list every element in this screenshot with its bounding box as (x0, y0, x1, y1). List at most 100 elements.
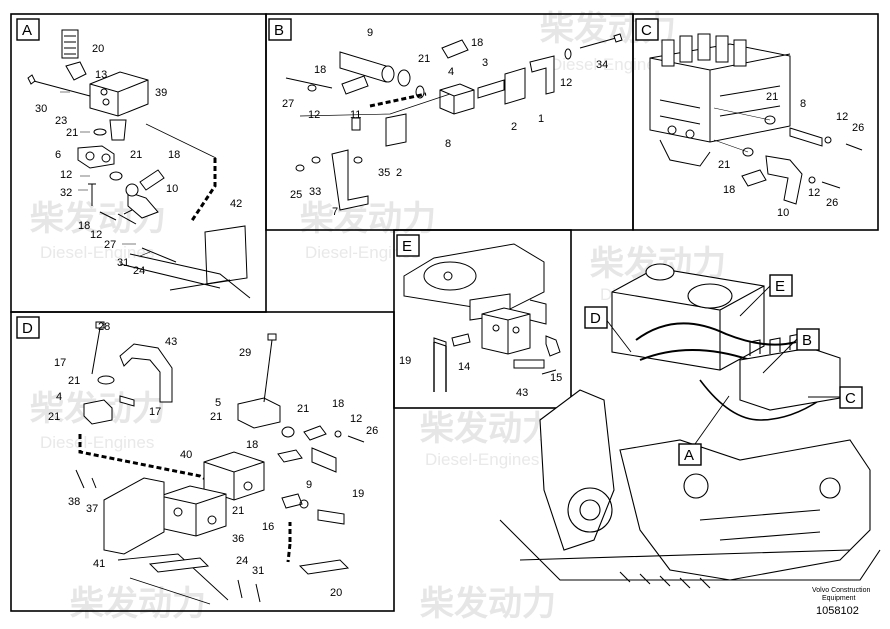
callout: 2 (511, 121, 517, 133)
callout: 4 (448, 66, 454, 78)
callout: 17 (149, 406, 161, 418)
callout: 38 (68, 496, 80, 508)
callout: 21 (68, 375, 80, 387)
callout: 4 (56, 391, 62, 403)
panel-e-frame (393, 229, 572, 409)
callout: 11 (350, 109, 361, 121)
callout: 18 (332, 398, 344, 410)
callout: 24 (236, 555, 248, 567)
callout: 40 (180, 449, 192, 461)
marker-a: A (684, 447, 694, 464)
panel-c-frame (632, 13, 879, 231)
panel-b-drawing (285, 33, 623, 211)
callout: 42 (230, 198, 242, 210)
callout: 39 (155, 87, 167, 99)
callout: 21 (418, 53, 430, 65)
panel-e-callouts: 19 14 43 15 (399, 355, 562, 399)
marker-b: B (802, 332, 812, 349)
callout: 6 (55, 149, 61, 161)
panel-tabs: A B C D E (16, 18, 659, 339)
caption-company: Volvo Construction (812, 587, 870, 594)
panel-e-drawing (403, 243, 561, 392)
panel-c-callouts: 21 8 12 26 21 18 12 10 26 (718, 91, 864, 219)
callout: 5 (215, 397, 221, 409)
watermark-en: Diesel-Engines (40, 243, 154, 262)
callout: 8 (800, 98, 806, 110)
callout: 19 (352, 488, 364, 500)
watermark-cn: 柴发动力 (420, 585, 556, 623)
callout: 14 (458, 361, 470, 373)
callout: 18 (723, 184, 735, 196)
callout: 25 (290, 189, 302, 201)
panel-label-b: B (274, 22, 284, 39)
panel-label-a: A (22, 22, 32, 39)
panel-frames (10, 13, 879, 612)
callout: 43 (516, 387, 528, 399)
callout: 35 (378, 167, 390, 179)
overview-machine (499, 263, 881, 589)
callout: 34 (596, 59, 608, 71)
callout: 18 (168, 149, 180, 161)
callout: 10 (777, 207, 789, 219)
document-number: 1058102 (816, 605, 859, 617)
callout: 17 (54, 357, 66, 369)
callout: 21 (66, 127, 78, 139)
caption-unit: Equipment (822, 595, 856, 602)
callout: 23 (55, 115, 67, 127)
callout: 12 (560, 77, 572, 89)
panel-label-c: C (641, 22, 652, 39)
callout: 21 (766, 91, 778, 103)
callout: 43 (165, 336, 177, 348)
callout: 31 (117, 257, 129, 269)
callout: 41 (93, 558, 105, 570)
callout: 27 (104, 239, 116, 251)
callout: 13 (95, 69, 107, 81)
callout: 18 (78, 220, 90, 232)
callout: 33 (309, 186, 321, 198)
callout: 32 (60, 187, 72, 199)
panel-label-d: D (22, 320, 33, 337)
callout: 31 (252, 565, 264, 577)
watermark-cn: 柴发动力 (300, 200, 436, 238)
callout: 37 (86, 503, 98, 515)
callout: 21 (297, 403, 309, 415)
callout: 2 (396, 167, 402, 179)
callout: 1 (538, 113, 544, 125)
callout: 18 (246, 439, 258, 451)
panel-d-frame (10, 311, 395, 612)
callout: 12 (90, 229, 102, 241)
watermark-en: Diesel-Engines (550, 55, 664, 74)
callout: 21 (210, 411, 222, 423)
watermark-cn: 柴发动力 (420, 410, 556, 448)
callout: 10 (166, 183, 178, 195)
callout: 12 (836, 111, 848, 123)
panel-a-callouts: 20 13 39 30 23 21 6 21 18 12 10 32 18 12… (35, 43, 242, 277)
callout: 24 (133, 265, 145, 277)
callout: 30 (35, 103, 47, 115)
callout: 3 (482, 57, 488, 69)
callout: 18 (471, 37, 483, 49)
callout: 19 (399, 355, 411, 367)
callout: 20 (92, 43, 104, 55)
callout: 16 (262, 521, 274, 533)
callout: 28 (98, 321, 110, 333)
overview-markers: D E B C A (584, 274, 863, 466)
callout: 21 (232, 505, 244, 517)
panel-a-drawing (27, 29, 251, 299)
callout: 12 (308, 109, 320, 121)
callout: 26 (366, 425, 378, 437)
callout: 12 (60, 169, 72, 181)
callout: 12 (350, 413, 362, 425)
watermark-en: Diesel-Engines (305, 243, 419, 262)
marker-d: D (590, 310, 601, 327)
watermark-en: Diesel-Engines (40, 433, 154, 452)
callout: 29 (239, 347, 251, 359)
callout: 36 (232, 533, 244, 545)
callout: 18 (314, 64, 326, 76)
callout: 20 (330, 587, 342, 599)
callout: 26 (852, 122, 864, 134)
panel-label-e: E (402, 238, 412, 255)
marker-c: C (845, 390, 856, 407)
callout: 27 (282, 98, 294, 110)
